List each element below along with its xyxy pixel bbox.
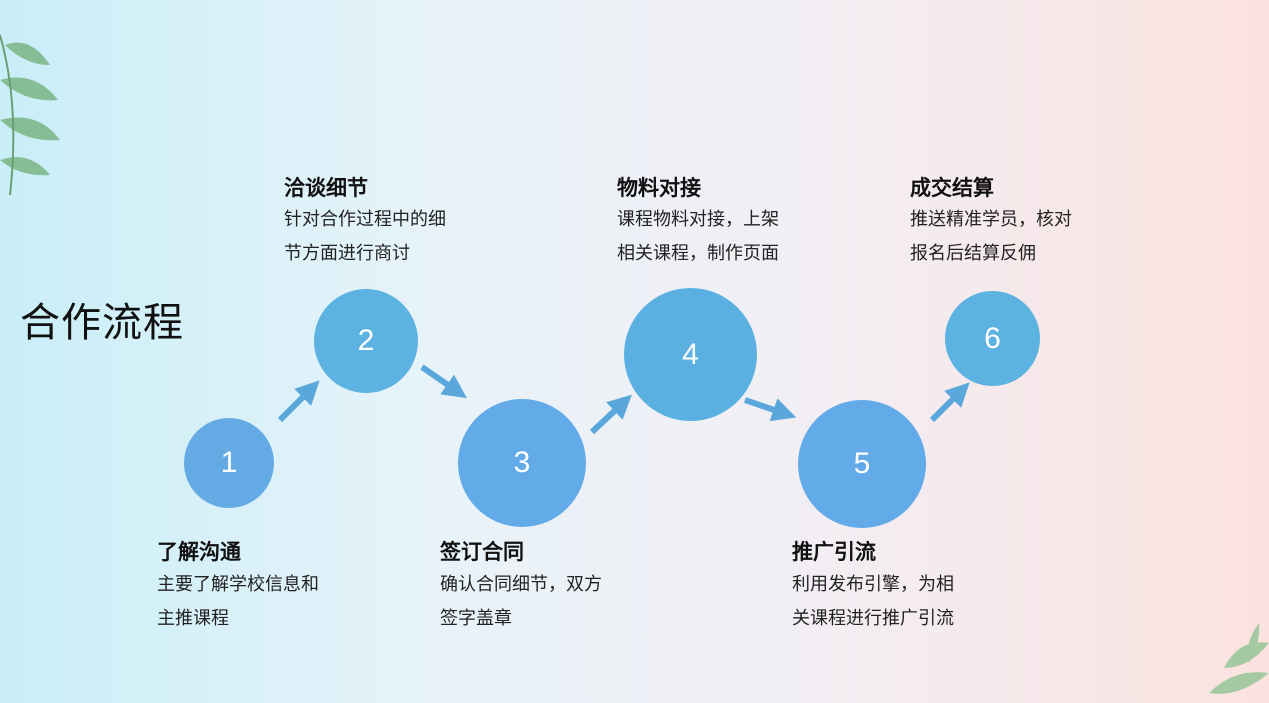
step-4-desc-line: 相关课程，制作页面 (617, 243, 779, 264)
leaf-decoration-bottom-right (1209, 623, 1269, 694)
step-6-title: 成交结算 (910, 176, 994, 200)
step-2-circle: 2 (314, 289, 418, 393)
step-2-title: 洽谈细节 (284, 176, 368, 200)
step-4-description: 课程物料对接，上架 相关课程，制作页面 (617, 203, 847, 271)
arrow-3-to-4 (589, 394, 632, 435)
step-5-circle: 5 (798, 400, 926, 528)
arrow-1-to-2 (277, 380, 320, 423)
step-2-desc-line: 针对合作过程中的细 (284, 209, 446, 230)
step-5-desc-line: 关课程进行推广引流 (792, 608, 954, 629)
step-3-desc-line: 确认合同细节，双方 (440, 574, 602, 595)
step-3-circle: 3 (458, 399, 586, 527)
step-3-title: 签订合同 (440, 540, 524, 564)
step-5-title: 推广引流 (792, 540, 876, 564)
leaf-decoration-top-left (0, 34, 60, 196)
step-3-description: 确认合同细节，双方 签字盖章 (440, 568, 670, 636)
step-6-desc-line: 推送精准学员，核对 (910, 209, 1072, 230)
step-1-circle: 1 (184, 418, 274, 508)
step-2-desc-line: 节方面进行商讨 (284, 243, 410, 264)
page-title: 合作流程 (20, 300, 184, 346)
step-1-desc-line: 主要了解学校信息和 (157, 574, 319, 595)
step-5-desc-line: 利用发布引擎，为相 (792, 574, 954, 595)
arrow-4-to-5 (744, 397, 797, 422)
step-3-desc-line: 签字盖章 (440, 608, 512, 629)
step-4-desc-line: 课程物料对接，上架 (617, 209, 779, 230)
step-1-description: 主要了解学校信息和 主推课程 (157, 568, 387, 636)
step-4-circle: 4 (624, 288, 757, 421)
step-2-description: 针对合作过程中的细 节方面进行商讨 (284, 203, 514, 271)
step-4-title: 物料对接 (617, 176, 701, 200)
arrow-5-to-6 (929, 382, 970, 423)
step-6-circle: 6 (945, 291, 1040, 386)
step-1-desc-line: 主推课程 (157, 608, 229, 629)
step-6-desc-line: 报名后结算反佣 (910, 243, 1036, 264)
step-6-description: 推送精准学员，核对 报名后结算反佣 (910, 203, 1140, 271)
step-1-title: 了解沟通 (157, 540, 241, 564)
arrow-2-to-3 (420, 364, 467, 399)
step-5-description: 利用发布引擎，为相 关课程进行推广引流 (792, 568, 1022, 636)
